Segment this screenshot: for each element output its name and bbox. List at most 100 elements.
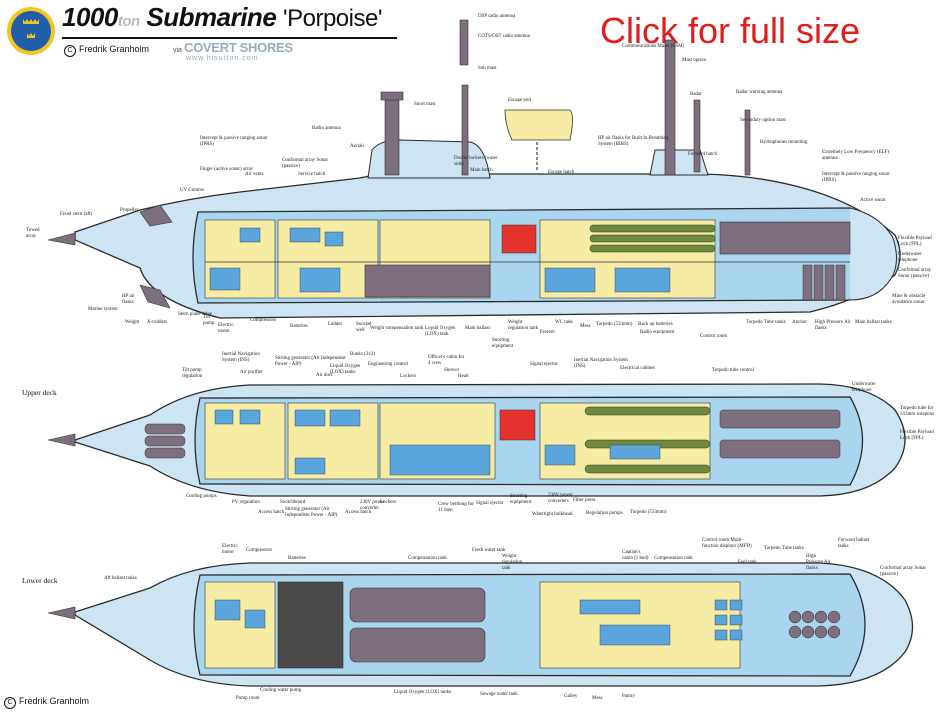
aft-flasks-upper <box>144 423 186 459</box>
label-radar-warning: Radar warning antenna <box>736 90 783 95</box>
radar-warning-mast <box>744 109 751 176</box>
label-watertight: Watertight bulkhead <box>532 512 573 517</box>
label-hydrophones: Hydrophones mounting <box>760 140 808 145</box>
escape-pod <box>504 109 573 141</box>
label-marine-system: Marine system <box>88 307 118 312</box>
label-inertial-nav: Inertial Navigation System (INS) <box>222 352 260 363</box>
torpedoes-side <box>589 224 716 253</box>
label-crew-berthing: Crew berthing for 11 men <box>438 502 474 513</box>
page-title: 1000ton Submarine 'Porpoise' <box>62 2 382 33</box>
label-power-converters: 230V power converters <box>548 493 573 504</box>
label-snorting-equipment-upper: Snorting equipment <box>510 494 532 505</box>
covert-shores-logo: COVERT SHORES <box>184 40 293 55</box>
label-electrical-cabinet: Electrical cabinet <box>620 366 655 371</box>
upper-rudder <box>139 204 173 227</box>
label-torpedo-tube-control: Torpedo tube control <box>712 368 754 373</box>
label-weight-reg-lower: Weight regulation tank <box>502 554 523 571</box>
label-mess-lower: Mess <box>592 696 603 701</box>
equipment-upper <box>214 409 661 476</box>
label-uv-comms: UV Comms <box>180 188 204 193</box>
label-intercept-sonar: Intercept & passive ranging sonar (IPRS) <box>200 136 268 147</box>
radar-mast <box>693 99 701 173</box>
label-radio-antenna: Radio antenna <box>312 126 341 131</box>
label-main-ballast-tanks: Main ballast tanks <box>855 320 892 325</box>
label-cots-antenna: COTS/OST radio antenna <box>478 34 530 39</box>
label-x-rudders: X-rudders <box>147 320 168 325</box>
label-fresh-water: Fresh water tank <box>472 548 506 553</box>
central-ladder-side <box>501 224 537 254</box>
covert-shores-url: www.hisutton.com <box>186 55 259 62</box>
label-regulation-pumps: Regulation pumps <box>586 511 623 516</box>
label-hp-air-flasks-aft: HP air flasks <box>122 294 135 305</box>
via-text: via <box>173 47 182 54</box>
label-stirling-aip-2: Stirling generator (Air Independent Powe… <box>285 507 338 518</box>
label-mine-avoidance: Mine & obstacle avoidance sonar <box>892 294 926 305</box>
label-torpedo-533: Torpedo (533mm) <box>596 322 633 327</box>
label-air-purifier: Air purifier <box>240 370 263 375</box>
label-signal-ejector: Signal ejector <box>530 362 558 367</box>
label-radio-equipment: Radio equipment <box>640 330 675 335</box>
snort-mast <box>384 94 400 176</box>
label-aft-ballast: Aft ballast tanks <box>104 576 137 581</box>
label-main-hatch: Main hatch <box>470 168 493 173</box>
hp-air-flasks-side <box>802 264 846 301</box>
label-stern-plane-drive: Stern plane drive <box>178 312 213 317</box>
label-doctor-locker: Doctor lockers (water side) <box>454 156 498 167</box>
label-dsp-antenna: DSP radio antenna <box>478 14 516 19</box>
label-control-room-mfd: Control room Multi-function displays (MF… <box>702 538 752 549</box>
label-control-room: Control room <box>700 334 728 339</box>
label-stirling-aip: Stirling generator (Air Independent Powe… <box>275 356 346 367</box>
label-ladder: Ladder <box>328 322 343 327</box>
title-name: 'Porpoise' <box>283 5 382 32</box>
label-air-duct: Air duct <box>316 373 333 378</box>
periscope-raised <box>459 19 469 66</box>
label-filter-press: Filter press <box>573 498 596 503</box>
label-lox-tank: Liquid Oxygen (LOX) tank <box>425 326 456 337</box>
lox-tank-side <box>364 264 491 298</box>
label-weight-regulation: Weight regulation tank <box>508 320 539 331</box>
propeller <box>47 232 76 246</box>
label-weight-compensation: Weight compensation tank <box>370 326 424 331</box>
lower-propeller <box>47 606 76 620</box>
label-mess: Mess <box>580 324 591 329</box>
label-access-hatch: Access hatch <box>258 510 285 515</box>
label-radar: Radar <box>690 92 702 97</box>
label-lox-tanks-upper: Liquid Oxygen (LOX) tanks <box>330 364 361 375</box>
label-secondary-option: Secondary option mast <box>740 118 786 123</box>
label-active-sonar: Active sonar <box>860 198 886 203</box>
label-sub-mast: Sub mast <box>478 66 497 71</box>
label-weight: Weight <box>125 320 140 325</box>
lower-batteries <box>277 581 344 669</box>
label-escape-hatch: Escape hatch <box>548 170 575 175</box>
label-service-hatch: Service hatch <box>298 172 326 177</box>
label-underwater-tel-upper: Underwater telephone <box>852 382 876 393</box>
flexible-payload-lock-side <box>719 221 851 255</box>
lox-tank-lower-1 <box>349 587 486 623</box>
label-escape-pod: Escape pod <box>508 98 531 103</box>
label-sewage-tank: Sewage water tank <box>480 692 518 697</box>
label-lox-tanks-lower: Liquid Oxygen (LOX) tanks <box>394 690 452 695</box>
label-officers-cabin: Officer's cabin for 4 crew <box>428 355 465 366</box>
label-main-ballast: Main ballast <box>465 326 490 331</box>
label-pantry: Pantry <box>622 694 636 699</box>
lox-tank-lower-2 <box>349 627 486 663</box>
label-underwater-telephone: Underwater telephone <box>898 252 922 263</box>
control-room-seats <box>714 599 743 641</box>
hp-air-flasks-lower <box>788 610 841 639</box>
label-converter: 230V power converter <box>360 500 385 511</box>
label-compressors-lower: Compressors <box>246 548 273 553</box>
label-head: Head <box>458 374 469 379</box>
label-torpedo-tube-533: Torpedo tube for 533mm weapons <box>900 406 935 417</box>
label-snorting-equipment: Snorting equipment <box>492 338 514 349</box>
label-pump-room: Pump room <box>236 696 260 701</box>
snort-mast-head <box>380 91 404 101</box>
label-torpedo-upper: Torpedo (533mm) <box>630 510 667 515</box>
label-shower: Shower <box>444 368 460 373</box>
label-hp-air-bibs: HP air flasks for Built In Breathing Sys… <box>598 136 669 147</box>
click-for-full-size-link[interactable]: Click for full size <box>600 10 861 51</box>
periscope <box>461 84 469 176</box>
label-electric-motor-lower: Electric motor <box>222 544 238 555</box>
